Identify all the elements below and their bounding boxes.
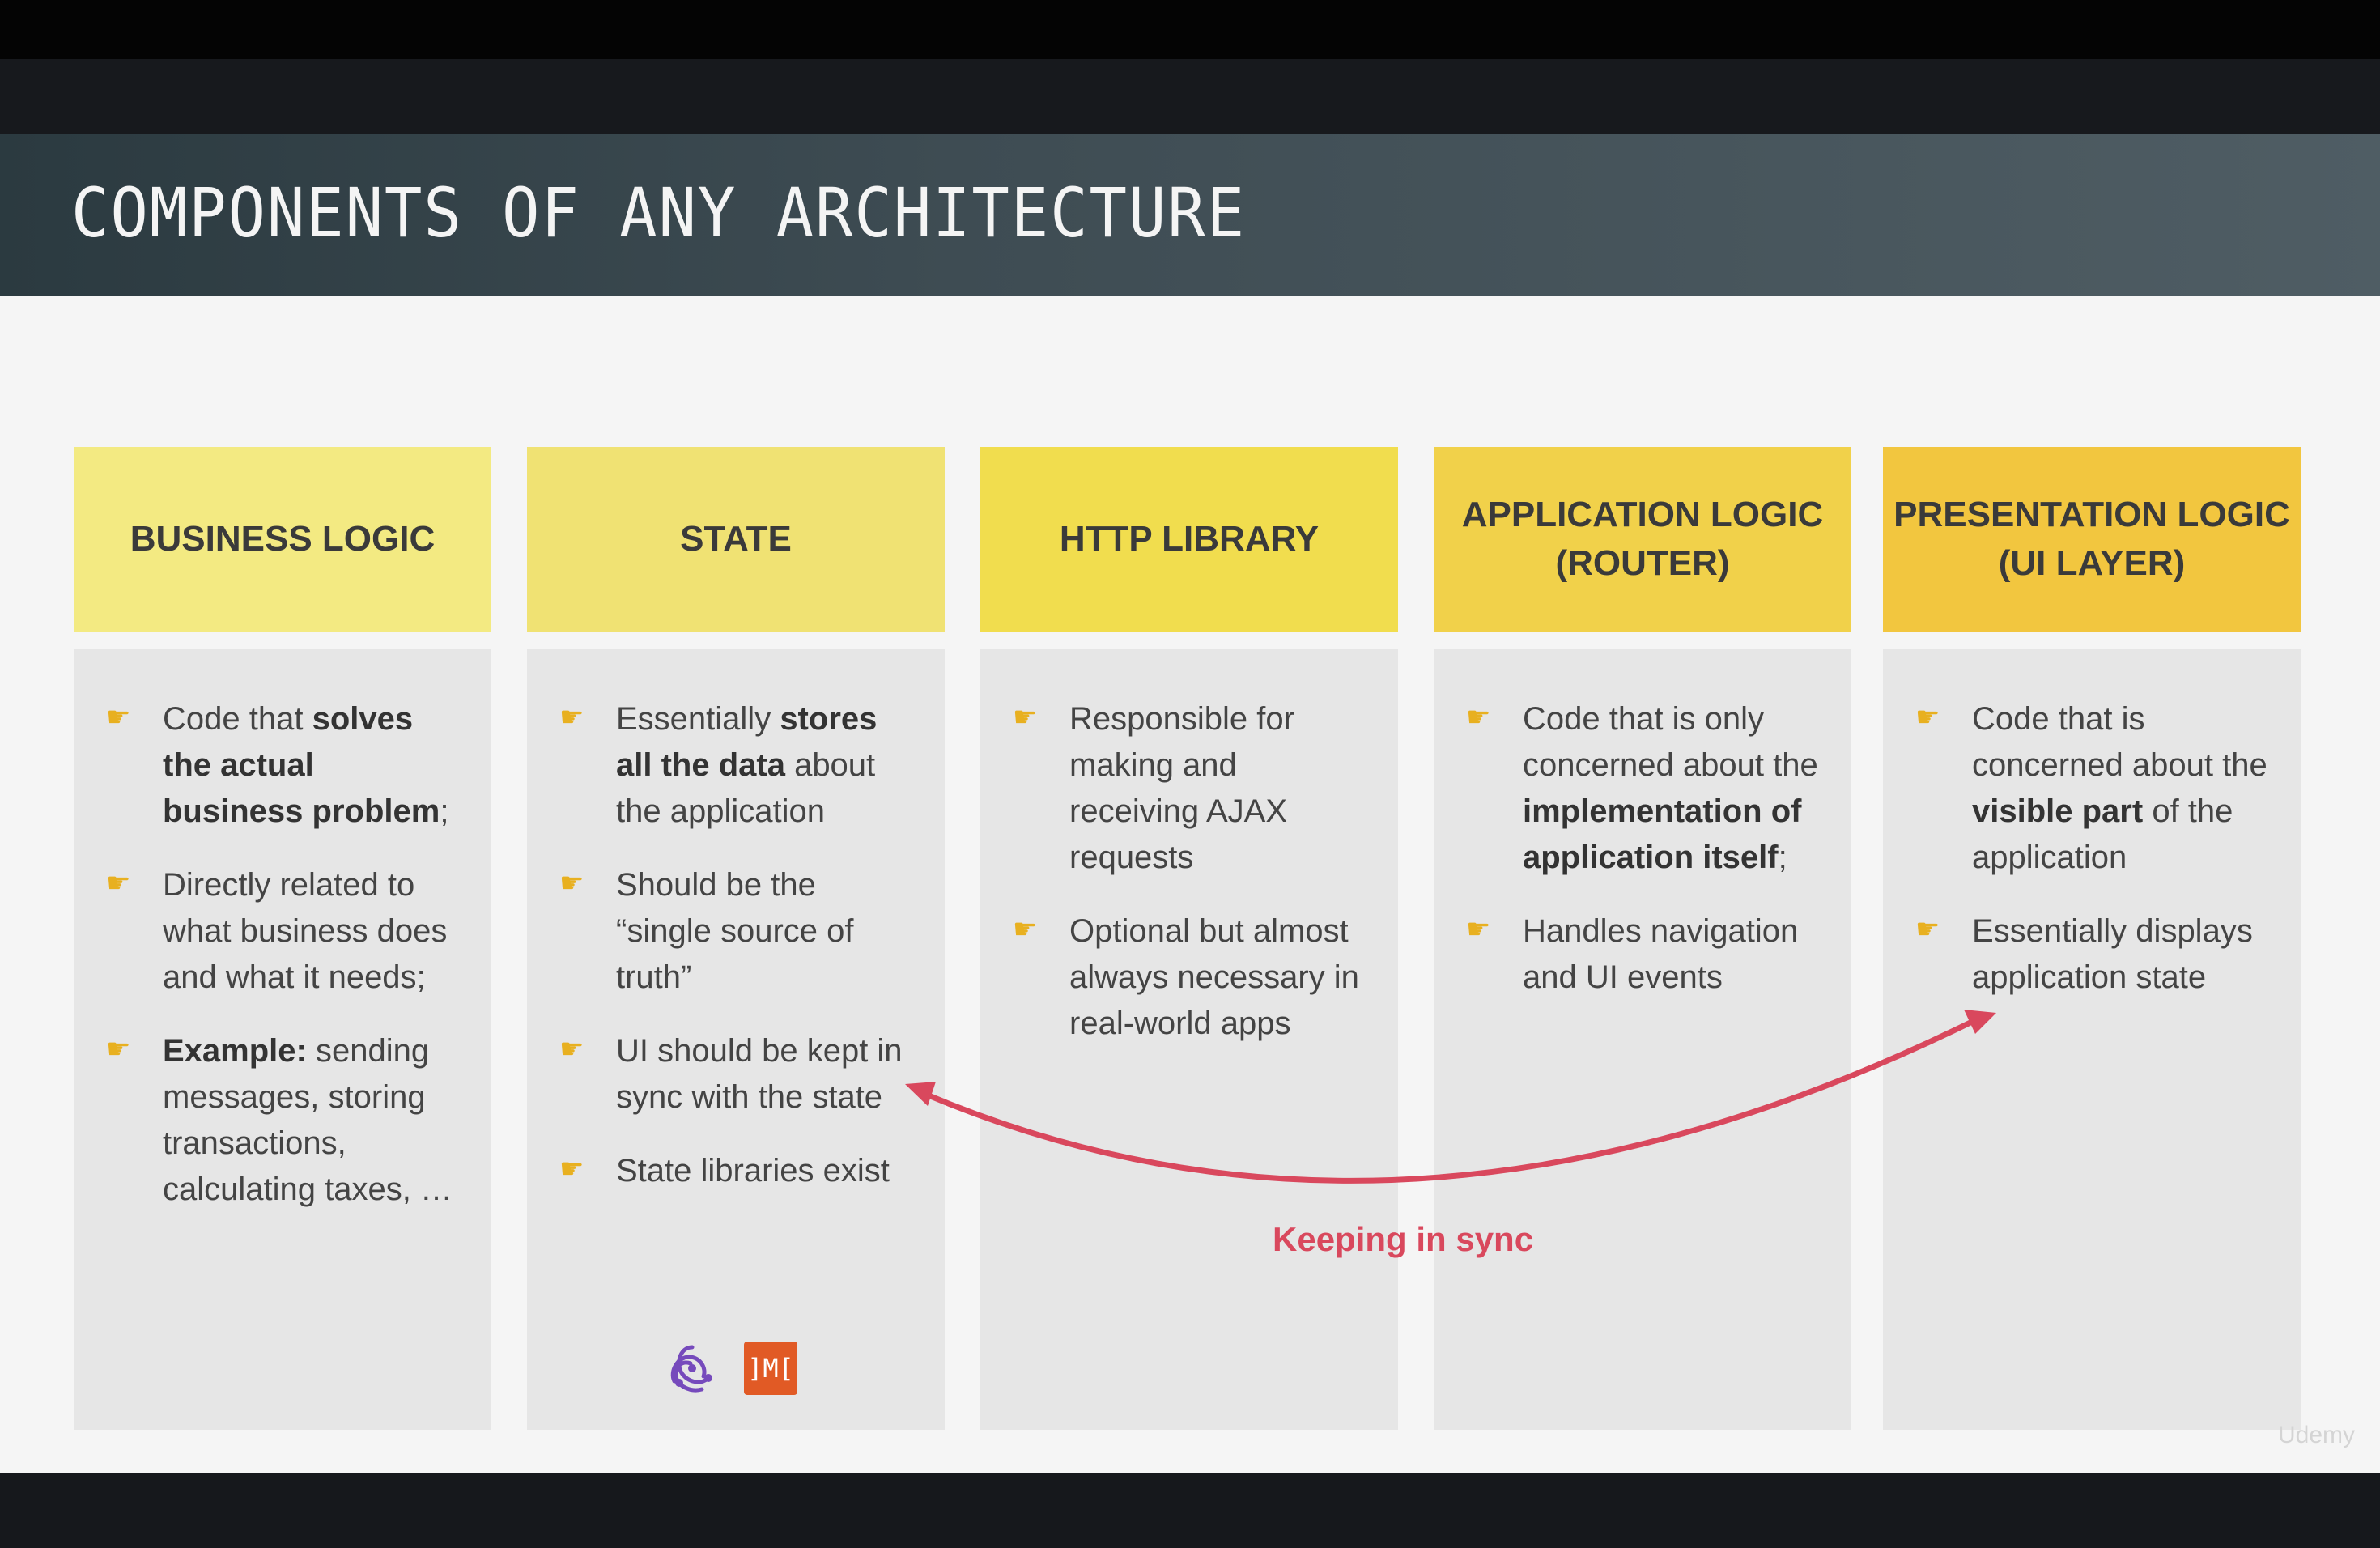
bullet-item: ☛ Code that solves the actual business pr… [106, 696, 462, 835]
letterbox-bottom [0, 1473, 2380, 1548]
bullet-text: Handles navigation and UI events [1523, 913, 1799, 995]
pointing-hand-icon: ☛ [1915, 914, 1940, 945]
pointing-hand-icon: ☛ [106, 702, 131, 733]
video-top-strip [0, 59, 2380, 134]
arrowhead-right [1964, 1010, 1996, 1034]
bullet-text-bold: solves the actual business problem [163, 701, 440, 829]
bullet-item: ☛ UI should be kept in sync with the stat… [559, 1028, 916, 1121]
bullet-item: ☛ Responsible for making and receiving AJ… [1013, 696, 1369, 881]
pointing-hand-icon: ☛ [106, 1034, 131, 1065]
bullet-text-bold: Example: [163, 1033, 307, 1069]
bullet-text: ; [1778, 840, 1787, 875]
body-http-library: ☛ Responsible for making and receiving AJ… [980, 649, 1398, 1430]
bullet-text-bold: visible part [1972, 793, 2144, 829]
udemy-watermark: Udemy [2278, 1422, 2356, 1448]
pointing-hand-icon: ☛ [1466, 914, 1491, 945]
bullet-text: about the application [616, 747, 876, 829]
body-presentation-logic: ☛ Code that is concerned about the visibl… [1883, 649, 2301, 1430]
heading-http-library: HTTP LIBRARY [980, 447, 1398, 632]
pointing-hand-icon: ☛ [106, 868, 131, 899]
heading-presentation-logic: PRESENTATION LOGIC (UI LAYER) [1883, 447, 2301, 632]
bullet-item: ☛ Should be the “single source of truth” [559, 862, 916, 1001]
letterbox-top [0, 0, 2380, 59]
bullet-item: ☛ Handles navigation and UI events [1466, 908, 1822, 1001]
bullet-item: ☛ Code that is only concerned about the i… [1466, 696, 1822, 881]
slide-header: Components of any architecture [0, 134, 2380, 296]
bullet-item: ☛ Essentially displays application state [1915, 908, 2272, 1001]
bullet-text: Essentially [616, 701, 780, 737]
bullet-text: Responsible for making and receiving AJA… [1069, 701, 1294, 875]
slide: Components of any architecture BUSINESS … [0, 134, 2380, 1473]
bullet-text: Directly related to what business does a… [163, 867, 448, 995]
arrowhead-left [905, 1082, 936, 1106]
bullet-text: of the application [1972, 793, 2233, 875]
bullet-text: UI should be kept in sync with the state [616, 1033, 903, 1115]
bullet-text: State libraries exist [616, 1153, 890, 1189]
bullet-text: Code that is concerned about the [1972, 701, 2267, 783]
heading-application-logic: APPLICATION LOGIC (ROUTER) [1434, 447, 1851, 632]
bullet-item: ☛ Essentially stores all the data about t… [559, 696, 916, 835]
state-library-logos: ]M[ [663, 1339, 797, 1397]
body-application-logic: ☛ Code that is only concerned about the i… [1434, 649, 1851, 1430]
bullet-item: ☛ Example: sending messages, storing tran… [106, 1028, 462, 1213]
bullet-text: Optional but almost always necessary in … [1069, 913, 1359, 1041]
pointing-hand-icon: ☛ [1466, 702, 1491, 733]
bullet-text: Code that [163, 701, 312, 737]
mobx-logo: ]M[ [744, 1342, 797, 1395]
bullet-text: sending messages, storing transactions, … [163, 1033, 453, 1207]
heading-state: STATE [527, 447, 945, 632]
bullet-item: ☛ Optional but almost always necessary in… [1013, 908, 1369, 1047]
bullet-text: Essentially displays application state [1972, 913, 2253, 995]
bullet-text: Code that is only concerned about the [1523, 701, 1818, 783]
redux-logo [670, 1345, 712, 1393]
sync-arrow [905, 1010, 1996, 1184]
pointing-hand-icon: ☛ [1013, 914, 1038, 945]
bullet-text-bold: implementation of application itself [1523, 793, 1802, 875]
pointing-hand-icon: ☛ [559, 868, 584, 899]
pointing-hand-icon: ☛ [1013, 702, 1038, 733]
body-business-logic: ☛ Code that solves the actual business pr… [74, 649, 491, 1430]
pointing-hand-icon: ☛ [559, 1154, 584, 1184]
body-state: ☛ Essentially stores all the data about t… [527, 649, 945, 1430]
bullet-text: ; [440, 793, 449, 829]
heading-business-logic: BUSINESS LOGIC [74, 447, 491, 632]
pointing-hand-icon: ☛ [559, 702, 584, 733]
bullet-text: Should be the “single source of truth” [616, 867, 854, 995]
slide-title: Components of any architecture [71, 173, 1246, 253]
keeping-in-sync-label: Keeping in sync [1273, 1220, 1534, 1258]
bullet-item: ☛ Code that is concerned about the visibl… [1915, 696, 2272, 881]
bullet-item: ☛ State libraries exist [559, 1148, 916, 1194]
pointing-hand-icon: ☛ [559, 1034, 584, 1065]
bullet-text-bold: stores all the data [616, 701, 878, 783]
pointing-hand-icon: ☛ [1915, 702, 1940, 733]
bullet-item: ☛ Directly related to what business does … [106, 862, 462, 1001]
